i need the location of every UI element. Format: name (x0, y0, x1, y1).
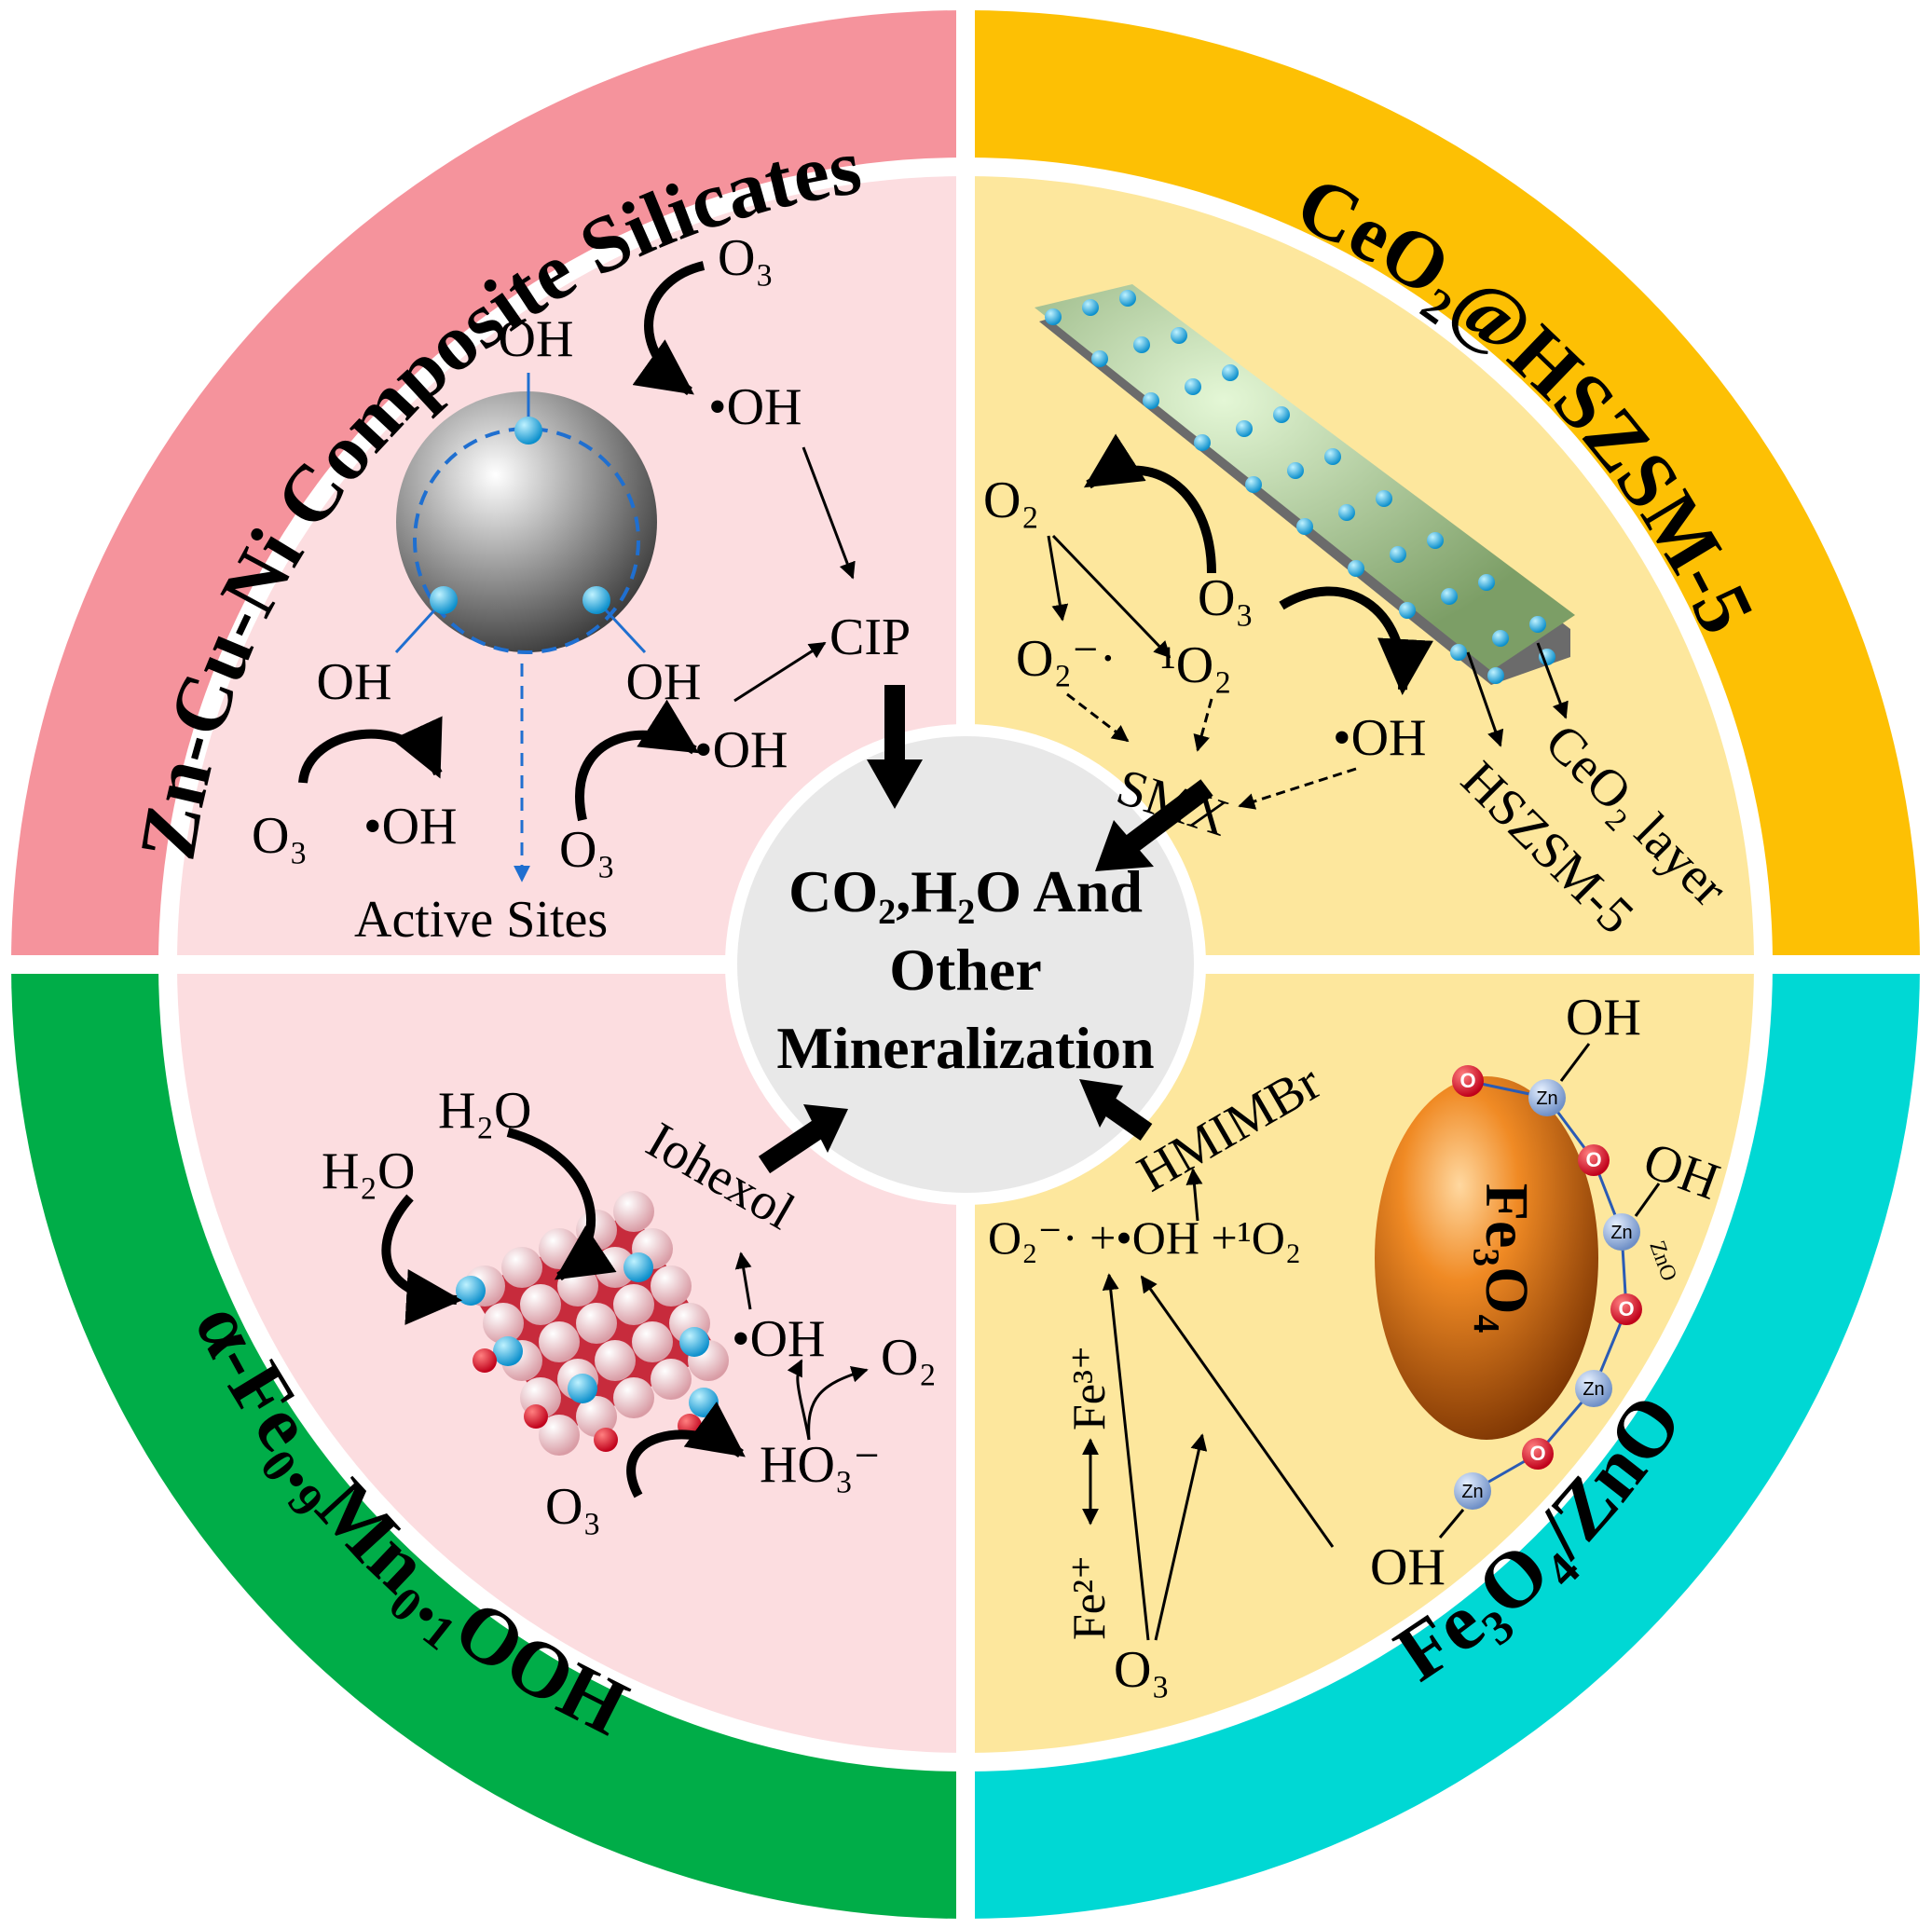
tl-arrow-oh-cip (733, 641, 827, 703)
zn-site (1528, 1079, 1566, 1116)
center-circle (737, 736, 1194, 1193)
o-label: O (1618, 1297, 1634, 1320)
bl-ho3: HO₃⁻ (760, 1436, 881, 1494)
br-arrow-o3-superoxide (1102, 1273, 1150, 1641)
tl-curl-mid (575, 699, 700, 822)
tr-content: O₂ O₃ O₂⁻· ¹O₂ SMX •OH HSZSM-5 CeO₂ laye… (983, 284, 1738, 945)
sphere-dashed-orbit (413, 427, 640, 654)
tl-arrow-to-cip (802, 446, 856, 580)
tl-oh-left: OH (317, 653, 392, 711)
tr-big-arrow-shaft (1126, 779, 1213, 852)
tr-curl-oh (1279, 586, 1433, 695)
br-arrow-surface-oh (1140, 1275, 1335, 1548)
active-site-top (514, 417, 542, 445)
bl-arrow-oh-iohexol (734, 1252, 752, 1310)
bl-arrow-ho3-o2 (807, 1366, 869, 1441)
active-site-left (430, 586, 458, 614)
tl-oh-right: OH (626, 653, 702, 711)
tl-o3-mid: O₃ (559, 821, 615, 879)
bl-content: H₂O H₂O O₃ HO₃⁻ O₂ •OH Iohexol (322, 1082, 937, 1536)
zn-site (1575, 1370, 1612, 1407)
br-arrow-o3-oh (1154, 1433, 1208, 1641)
tl-oh-radical-mid: •OH (694, 721, 788, 779)
tr-oh-radical: •OH (1333, 709, 1427, 767)
center-line2: Other (889, 937, 1042, 1003)
zn-site (1603, 1213, 1640, 1251)
zn-label: Zn (1461, 1482, 1483, 1502)
o-site (1578, 1144, 1610, 1176)
o-site (1522, 1438, 1554, 1470)
tr-superoxide: O₂⁻· (1016, 630, 1117, 688)
goethite-crystal (456, 1191, 729, 1456)
tl-o3-left: O₃ (252, 807, 308, 865)
zn-label: Zn (1610, 1223, 1632, 1243)
bl-arrow-ho3-oh (787, 1359, 811, 1441)
tr-arrow-hszsm (1466, 651, 1504, 747)
o-site (1452, 1065, 1484, 1097)
tl-content: OH OH OH O₃ •OH CIP O₃ •OH •OH O₃ Active… (252, 229, 923, 949)
bl-big-arrow-shaft (758, 1118, 827, 1174)
zeolite-top (1035, 284, 1575, 671)
br-o3: O₃ (1114, 1641, 1170, 1699)
tr-arrow-o2-singlet (1051, 534, 1172, 659)
zn-site (1454, 1472, 1491, 1510)
tl-oh-radical-left: •OH (363, 798, 458, 855)
zn-label: Zn (1583, 1379, 1604, 1400)
tr-curl-o2 (1083, 433, 1216, 574)
tr-dash-superoxide-smx (1066, 692, 1130, 743)
center-line1: CO₂,H₂O And (788, 858, 1143, 924)
tr-o3: O₃ (1198, 569, 1254, 627)
tr-o2: O₂ (983, 472, 1039, 529)
o-label: O (1459, 1069, 1475, 1092)
bl-oh-radical: •OH (732, 1310, 826, 1368)
tr-dash-singlet-smx (1193, 698, 1213, 752)
tl-o3-top: O₃ (718, 229, 774, 287)
tl-cip: CIP (829, 609, 911, 666)
br-fe3: Fe³⁺ (1062, 1346, 1115, 1430)
center-line3: Mineralization (776, 1015, 1154, 1081)
bl-curl-left (381, 1194, 462, 1325)
br-fe3o4: Fe₃O₄ (1473, 1183, 1541, 1334)
tl-big-arrow-head (867, 759, 923, 809)
zn-label: Zn (1536, 1088, 1557, 1109)
br-big-arrow-head (1079, 1079, 1123, 1128)
tl-curl-left (298, 716, 443, 784)
bl-curl-top (506, 1128, 617, 1281)
bl-h2o-left: H₂O (322, 1142, 415, 1200)
tl-curl-top (632, 261, 706, 396)
o-label: O (1585, 1148, 1601, 1171)
fe3o4-particle (1375, 1076, 1598, 1440)
zno-chain: O Zn O Zn O Zn O Zn (1438, 1043, 1661, 1539)
tl-oh-radical-top: •OH (708, 378, 802, 436)
tr-dash-oh-smx (1238, 767, 1357, 810)
tr-singlet: ¹O₂ (1160, 636, 1232, 694)
bl-o2: O₂ (881, 1329, 937, 1387)
crystal-spheres (464, 1191, 729, 1456)
o-site (1610, 1293, 1642, 1325)
br-oh-top: OH (1566, 989, 1641, 1047)
bl-o3: O₃ (545, 1478, 601, 1536)
tr-big-arrow-head (1095, 820, 1154, 871)
bl-curl-o3 (626, 1402, 746, 1498)
bl-big-arrow-head (803, 1104, 848, 1153)
active-site-right (582, 586, 610, 614)
br-fe2: Fe²⁺ (1062, 1555, 1115, 1640)
br-arrow-to-hmim (1185, 1168, 1203, 1222)
tr-arrow-ceo2 (1536, 642, 1569, 719)
br-radicals: O₂⁻· +•OH +¹O₂ (988, 1211, 1301, 1264)
br-oh-bottom: OH (1370, 1539, 1446, 1596)
o-label: O (1529, 1442, 1545, 1465)
tl-active-sites: Active Sites (354, 891, 608, 949)
tr-arrow-o2-superoxide (1047, 535, 1069, 622)
tl-oh-top: OH (499, 310, 574, 368)
